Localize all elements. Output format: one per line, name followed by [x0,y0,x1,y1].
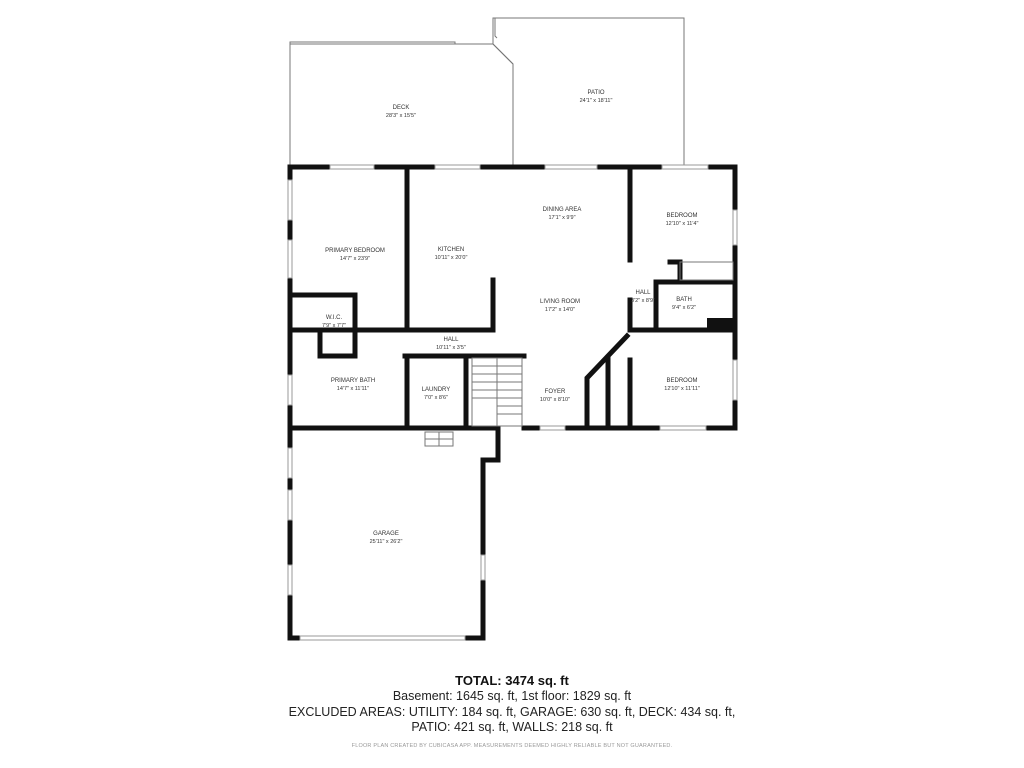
room-name-deck: DECK [393,105,410,111]
room-size-garage: 25'11" x 26'2" [370,539,403,545]
excluded-areas-continued: PATIO: 421 sq. ft, WALLS: 218 sq. ft [411,720,613,734]
room-size-primary-bath: 14'7" x 11'11" [337,386,369,392]
exterior-walls [287,164,738,641]
room-size-primary-bedroom: 14'7" x 23'9" [340,256,370,262]
room-size-dining: 17'1" x 9'9" [548,215,575,221]
room-name-primary-bath: PRIMARY BATH [331,378,375,384]
room-name-dining: DINING AREA [543,207,582,213]
room-name-foyer: FOYER [545,389,566,395]
garage-steps [424,431,454,447]
room-size-bedroom1: 12'10" x 11'4" [666,221,699,227]
total-area: TOTAL: 3474 sq. ft [455,673,569,688]
patio-outline [492,17,685,167]
room-name-hall-center: HALL [443,337,459,343]
room-size-hall-right: 3'2" x 8'9" [631,298,655,304]
closet [679,261,734,281]
room-size-foyer: 10'0" x 8'10" [540,397,570,403]
room-size-patio: 24'1" x 18'11" [580,98,613,104]
room-size-living: 17'2" x 14'0" [545,307,575,313]
credit-note: FLOOR PLAN CREATED BY CUBICASA APP. MEAS… [351,743,673,749]
room-size-bath: 9'4" x 6'2" [672,305,696,311]
room-size-bedroom2: 12'10" x 11'11" [664,386,700,392]
room-labels: DECK 28'3" x 15'5" PATIO 24'1" x 18'11" … [322,90,700,545]
room-name-living: LIVING ROOM [540,299,580,305]
excluded-areas: EXCLUDED AREAS: UTILITY: 184 sq. ft, GAR… [288,705,736,719]
room-name-kitchen: KITCHEN [438,247,464,253]
room-size-wic: 7'9" x 7'7" [322,323,346,329]
room-name-bedroom2: BEDROOM [666,378,697,384]
room-size-hall-center: 10'11" x 3'5" [436,345,466,351]
room-name-hall-right: HALL [635,290,651,296]
bath-fixture [707,318,734,330]
room-size-deck: 28'3" x 15'5" [386,113,416,119]
room-name-wic: W.I.C. [326,315,343,321]
room-name-primary-bedroom: PRIMARY BEDROOM [325,248,385,254]
windows [287,164,738,641]
interior-walls [287,164,738,431]
room-size-kitchen: 10'11" x 20'0" [435,255,468,261]
stairs [471,357,523,427]
room-name-garage: GARAGE [373,531,399,537]
room-name-patio: PATIO [587,90,604,96]
room-size-laundry: 7'0" x 8'6" [424,395,448,401]
floor-areas: Basement: 1645 sq. ft, 1st floor: 1829 s… [392,689,632,703]
room-name-laundry: LAUNDRY [422,387,451,393]
room-name-bath: BATH [676,297,692,303]
room-name-bedroom1: BEDROOM [666,213,697,219]
